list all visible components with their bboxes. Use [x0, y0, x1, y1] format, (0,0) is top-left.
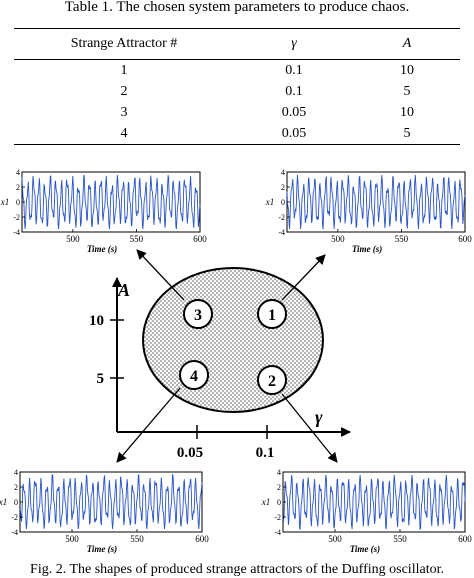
attractor-marker-4: 4	[179, 360, 209, 390]
y-tick-label: 2	[277, 483, 281, 492]
cell: 0.05	[234, 123, 354, 145]
y-tick-label: 0	[16, 198, 20, 207]
series-line	[282, 474, 466, 531]
y-tick-label: 4	[14, 468, 18, 477]
x-tick-label: 500	[66, 234, 80, 244]
x-tick-label-005: 0.05	[177, 445, 203, 461]
x-tick-label: 600	[193, 234, 207, 244]
y-tick-label: 0	[281, 198, 285, 207]
x-tick-label: 550	[130, 234, 144, 244]
axis-label-gamma: γ	[315, 407, 323, 427]
x-tick-label: 550	[395, 234, 409, 244]
cell: 10	[400, 62, 414, 78]
cell: 5	[403, 83, 411, 99]
cell: 2	[120, 83, 128, 99]
x-tick-label: 500	[65, 534, 79, 544]
x-axis-label: Time (s)	[350, 544, 380, 554]
series-line	[21, 174, 201, 230]
y-tick-label: 2	[281, 183, 285, 192]
chaos-region-ellipse	[142, 267, 324, 413]
y-tick-label: -4	[11, 528, 18, 537]
x-tick-label: 550	[130, 534, 144, 544]
axis-label-a: A	[117, 280, 130, 300]
attractor-marker-1: 1	[257, 299, 287, 329]
attractor-number: 1	[268, 307, 276, 324]
cell: 0.05	[281, 104, 307, 120]
x-tick-label: 600	[195, 534, 209, 544]
cell: 1	[120, 62, 128, 78]
y-tick-label-10: 10	[89, 313, 104, 329]
y-tick-label: 4	[281, 168, 285, 177]
attractor-marker-3: 3	[183, 299, 213, 329]
panel-frame	[286, 171, 466, 233]
cell: 0.1	[285, 62, 303, 78]
cell: 10	[400, 104, 414, 120]
y-tick-label: -2	[11, 513, 18, 522]
y-axis-label: x1	[0, 197, 9, 207]
x-tick-label: 600	[458, 234, 472, 244]
header-attractor: Strange Attractor #	[14, 28, 234, 60]
arrow-1	[281, 254, 326, 301]
attractor-number: 3	[194, 307, 202, 324]
x-tick-label: 500	[331, 234, 345, 244]
header-gamma: γ	[234, 28, 354, 60]
y-tick-label: -2	[274, 513, 281, 522]
cell: 4	[14, 123, 234, 145]
table-row: 3 0.05 10	[14, 102, 460, 123]
y-tick-label: 2	[16, 183, 20, 192]
cell: 0.1	[285, 83, 303, 99]
table-header-row: Strange Attractor # γ A	[14, 28, 460, 60]
y-tick-label: -2	[278, 213, 285, 222]
x-axis-label: Time (s)	[87, 544, 117, 554]
y-tick-label: 2	[14, 483, 18, 492]
y-tick-label: -4	[13, 228, 20, 237]
y-tick-label: 4	[277, 468, 281, 477]
y-tick-label: -4	[278, 228, 285, 237]
y-tick-label: 0	[277, 498, 281, 507]
y-tick-label: 4	[16, 168, 20, 177]
table-row: 2 0.1 5	[14, 81, 460, 102]
table-row: 4 0.05 5	[14, 123, 460, 145]
panel-frame	[21, 171, 201, 233]
x-tick-label: 600	[458, 534, 472, 544]
y-axis-label: x1	[0, 497, 7, 507]
x-axis-label: Time (s)	[352, 244, 382, 254]
x-tick-label: 500	[328, 534, 342, 544]
table-caption: Table 1. The chosen system parameters to…	[64, 0, 410, 15]
figure-caption: Fig. 2. The shapes of produced strange a…	[30, 562, 444, 577]
series-line	[19, 473, 203, 530]
table-row: 1 0.1 10	[14, 60, 460, 82]
x-tick-label-01: 0.1	[256, 445, 275, 461]
y-axis-label: x1	[261, 497, 271, 507]
y-tick-label-5: 5	[97, 371, 105, 387]
attractor-number: 4	[190, 368, 198, 385]
y-tick-label: -4	[274, 528, 281, 537]
parameters-table: Strange Attractor # γ A 1 0.1 10 2 0.1 5…	[14, 28, 460, 145]
arrow-3	[136, 249, 185, 301]
attractor-number: 2	[268, 373, 276, 390]
arrow-4	[116, 387, 181, 463]
y-tick-label: 0	[14, 498, 18, 507]
y-axis-label: x1	[265, 197, 275, 207]
cell: 3	[120, 104, 128, 120]
cell: 5	[354, 123, 460, 145]
attractor-marker-2: 2	[257, 365, 287, 395]
arrow-2	[281, 393, 338, 463]
header-a: A	[354, 28, 460, 60]
x-axis-label: Time (s)	[87, 244, 117, 254]
x-tick-label: 550	[393, 534, 407, 544]
attractor-figure: A γ 10 5 0.05 0.1 3 1 4 2 4 2 0 -2 -4 500 550 6…	[0, 168, 473, 554]
y-tick-label: -2	[13, 213, 20, 222]
series-line	[286, 174, 466, 230]
